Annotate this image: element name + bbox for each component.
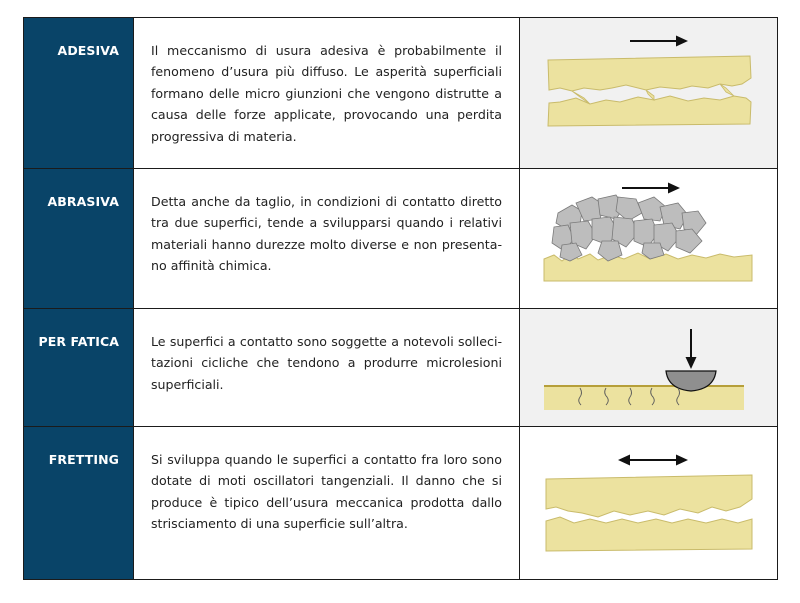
table-row: PER FATICA Le superfici a contatto sono … [24,309,777,427]
fretting-wear-svg [545,454,753,552]
abrasive-wear-svg [543,182,753,282]
upper-surface [545,474,753,518]
indenter [665,370,717,392]
adhesive-wear-svg [547,35,752,127]
fatigue-wear-illustration [520,309,777,426]
wear-types-table: ADESIVA Il meccanismo di usura adesiva è… [23,17,778,580]
double-arrow-icon [618,454,688,466]
adhesive-wear-illustration [520,18,777,168]
material-block [544,386,744,410]
upper-surface [547,55,752,92]
table-row: FRETTING Si sviluppa quando le superfici… [24,427,777,579]
row-label: ADESIVA [24,18,134,168]
row-description: Detta anche da taglio, in condizioni di … [134,169,520,308]
row-description: Si sviluppa quando le superfici a contat… [134,427,520,579]
table-row: ABRASIVA Detta anche da taglio, in condi… [24,169,777,309]
fretting-wear-illustration [520,427,777,579]
row-label: ABRASIVA [24,169,134,308]
row-description: Le superfici a contatto sono soggette a … [134,309,520,426]
arrow-right-icon [630,35,688,47]
arrow-right-icon [622,182,680,194]
row-description: Il meccanismo di usura adesiva è probabi… [134,18,520,168]
row-label: PER FATICA [24,309,134,426]
row-label: FRETTING [24,427,134,579]
table-row: ADESIVA Il meccanismo di usura adesiva è… [24,18,777,169]
lower-surface [547,95,752,127]
abrasive-debris [551,194,707,262]
abrasive-wear-illustration [520,169,777,308]
fatigue-wear-svg [544,329,744,410]
micro-junction [571,83,735,105]
lower-surface [545,516,753,552]
micro-cracks [578,387,680,406]
arrow-down-icon [685,329,697,369]
